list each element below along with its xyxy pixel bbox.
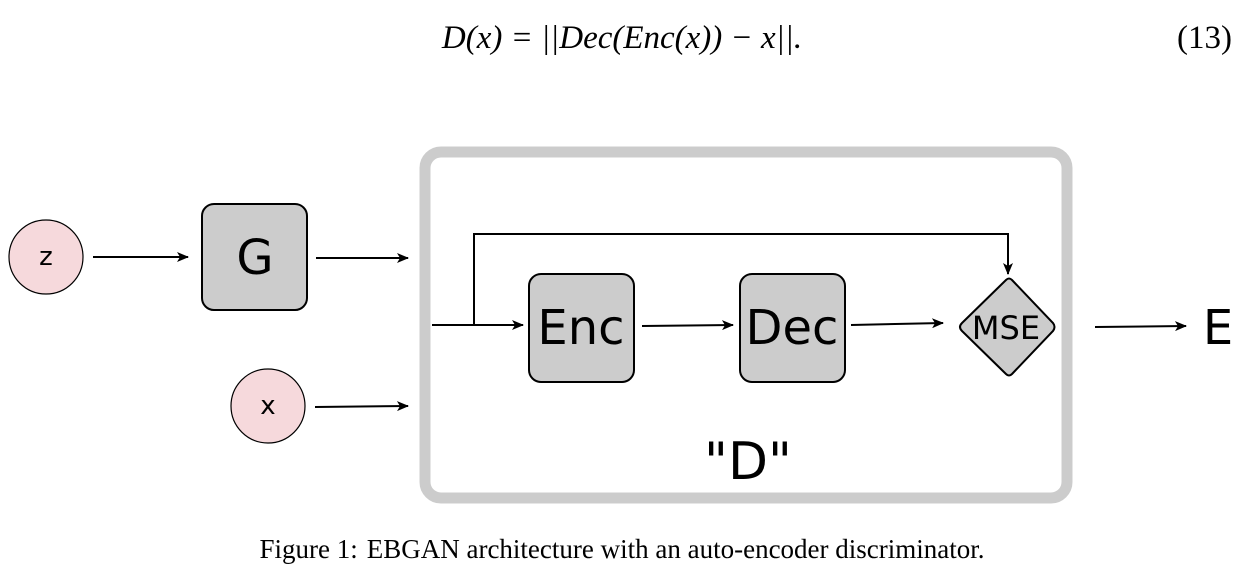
arrow-x-to-discriminator [314,401,409,412]
equation: D(x) = ||Dec(Enc(x)) − x||. [0,20,1244,57]
caption-label: Figure 1: [259,534,358,564]
generator-box [201,203,308,311]
figure-caption: Figure 1: EBGAN architecture with an auto… [0,534,1244,565]
x-input-label: x [260,391,275,421]
equation-rhs: = ||Dec(Enc(x)) − x||. [510,20,803,56]
encoder-label: Enc [537,300,624,356]
arrow-enc-to-dec [641,320,734,331]
discriminator-frame [419,146,1073,504]
mse-label: MSE [972,309,1040,347]
equation-lhs: D(x) [441,20,503,56]
equation-number: (13) [1177,20,1232,56]
decoder-label: Dec [746,300,839,356]
z-input-label: z [39,242,53,272]
caption-text: EBGAN architecture with an auto-encoder … [366,534,985,564]
arrow-dec-to-mse [850,318,944,329]
mse-diamond [959,277,1056,377]
discriminator-label: "D" [704,432,792,492]
z-input-circle [8,219,84,295]
arrow-mse-to-energy [1094,321,1187,332]
decoder-box [739,273,846,383]
encoder-box [528,273,635,383]
ebgan-diagram: z x G Enc Dec MSE E "D" [8,146,1233,504]
x-input-circle [230,368,306,444]
skip-connection-to-mse [473,233,1013,325]
energy-output-label: E [1203,300,1233,356]
generator-label: G [236,230,273,286]
